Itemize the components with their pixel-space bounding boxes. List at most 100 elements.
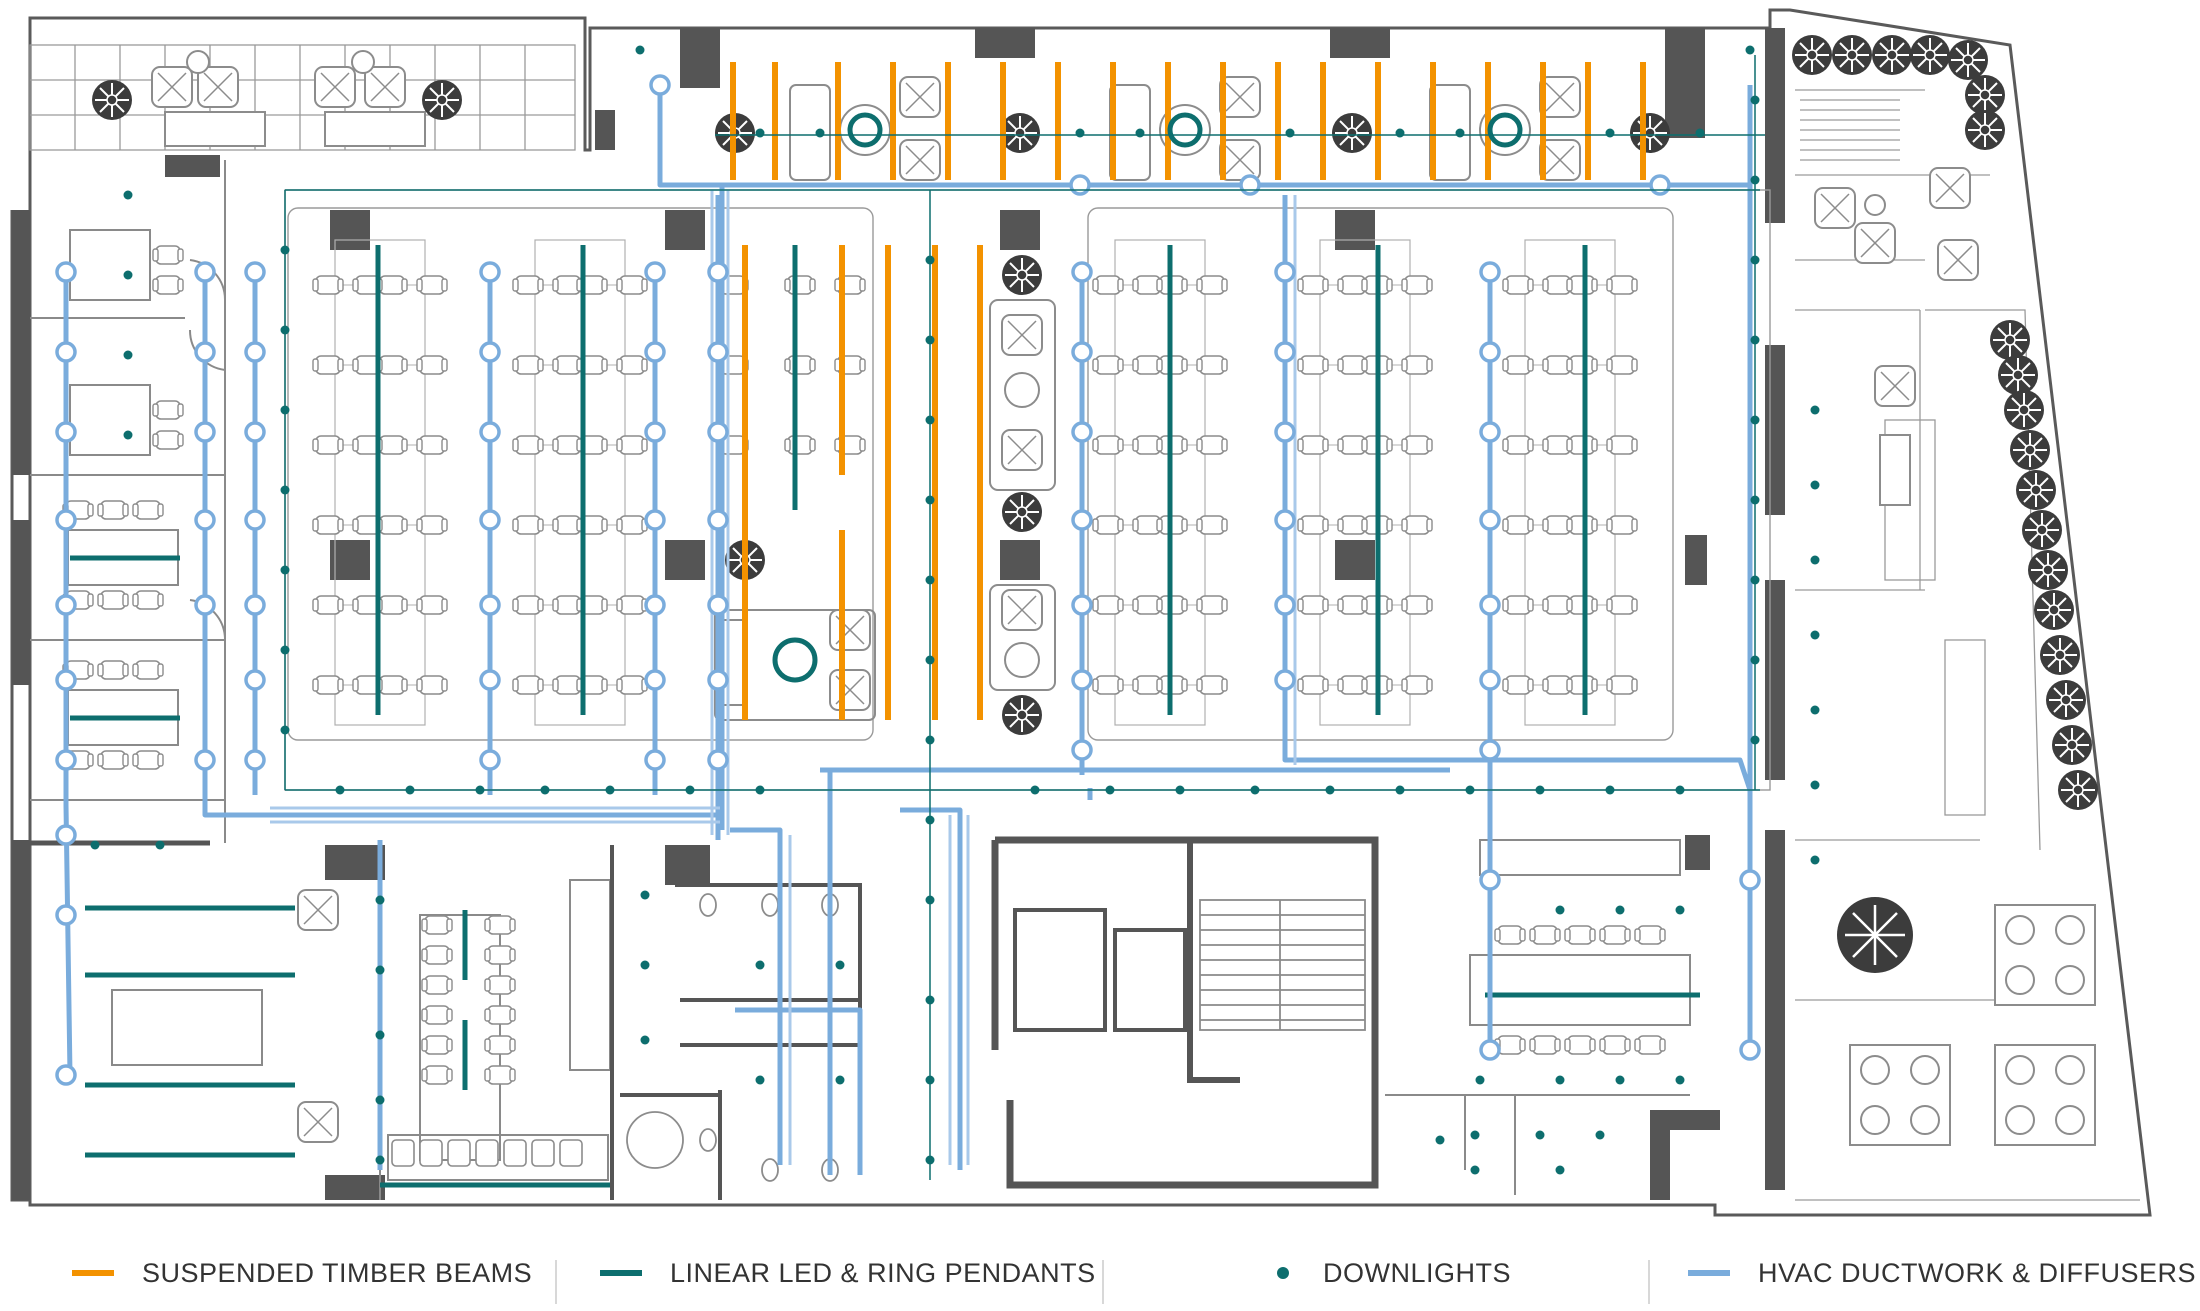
desk-chair-icon [416,435,448,455]
desk-chair-icon [1606,355,1638,375]
desk-chair-icon [312,435,344,455]
desk-chair-icon [512,275,544,295]
desk-chair-icon [1566,515,1598,535]
desk-chair-icon [312,595,344,615]
floor-plan [10,8,2152,1217]
desk-chair-icon [1196,355,1228,375]
desk-chair-icon [616,275,648,295]
desk-chair-icon [784,355,816,375]
desk-chair-icon [312,675,344,695]
desk-chair-icon [1196,515,1228,535]
desk-chair-icon [1401,595,1433,615]
desk-chair-icon [1196,275,1228,295]
downlight-tracks [284,55,1765,1180]
desk-chair-icon [784,275,816,295]
desk-chair-icon [1092,275,1124,295]
toilet-icon [626,893,839,1182]
boardroom-chairs [297,889,516,1143]
suspended-timber-beams [730,62,1646,720]
desk-chair-icon [376,515,408,535]
desk-chair-icon [1566,275,1598,295]
desk-chair-icon [1566,435,1598,455]
legend-divider [555,1260,557,1304]
desk-chair-icon [1092,435,1124,455]
desk-chair-icon [1502,515,1534,535]
legend-swatch-downlight [1277,1267,1289,1279]
desk-chair-icon [1401,355,1433,375]
desk-chair-icon [1092,675,1124,695]
legend-swatch-led [600,1270,642,1276]
desk-chair-icon [1566,595,1598,615]
terrace-seating [91,50,463,147]
desk-chair-icon [1606,595,1638,615]
desk-chair-icon [512,515,544,535]
desk-chair-icon [1606,435,1638,455]
right-meeting-room [1385,839,1691,1195]
legend-item-downlights: DOWNLIGHTS [1262,1258,1511,1288]
central-lounge [714,254,1056,736]
legend-divider [1648,1260,1650,1304]
tree-icon [1837,897,1913,973]
desk-chair-icon [1566,355,1598,375]
desk-chair-icon [1502,595,1534,615]
desk-chair-icon [1502,435,1534,455]
desk-chair-icon [1401,675,1433,695]
desk-chair-icon [1401,435,1433,455]
desk-chair-icon [416,275,448,295]
desk-chair-icon [376,675,408,695]
legend-label: SUSPENDED TIMBER BEAMS [142,1257,533,1288]
desk-chair-icon [512,595,544,615]
desk-chair-icon [1606,515,1638,535]
desk-chair-icon [1092,515,1124,535]
bench-seats [391,1139,583,1167]
legend-item-timber-beams: SUSPENDED TIMBER BEAMS [72,1258,532,1288]
desk-chair-icon [1401,275,1433,295]
desk-chair-icon [1092,595,1124,615]
desk-chair-icon [1502,355,1534,375]
legend: SUSPENDED TIMBER BEAMS LINEAR LED & RING… [0,1240,2200,1310]
stair-icon [1199,899,1366,1031]
desk-chair-icon [376,275,408,295]
workstation-grid [312,239,1638,726]
linear-led-fixtures [70,245,1700,1188]
desk-chair-icon [1196,435,1228,455]
building-core [991,836,1379,1189]
legend-label: HVAC DUCTWORK & DIFFUSERS [1758,1257,2197,1288]
legend-label: LINEAR LED & RING PENDANTS [670,1257,1096,1288]
desk-chair-icon [1297,355,1329,375]
desk-chair-icon [416,595,448,615]
desk-chair-icon [1196,675,1228,695]
desk-chair-icon [1297,675,1329,695]
legend-item-linear-led: LINEAR LED & RING PENDANTS [600,1258,1096,1288]
desk-chair-icon [416,515,448,535]
desk-chair-icon [1401,515,1433,535]
desk-chair-icon [376,595,408,615]
desk-chair-icon [616,435,648,455]
desk-chair-icon [784,435,816,455]
desk-chair-icon [1297,275,1329,295]
desk-chair-icon [416,675,448,695]
desk-chair-icon [1606,275,1638,295]
legend-item-hvac: HVAC DUCTWORK & DIFFUSERS [1688,1258,2196,1288]
desk-chair-icon [312,355,344,375]
desk-chair-icon [1606,675,1638,695]
table-icon [1849,904,2096,1146]
terrace-furniture [1814,167,1979,506]
legend-label: DOWNLIGHTS [1323,1257,1512,1288]
ring-pendants [772,112,1523,683]
desk-chair-icon [1196,595,1228,615]
desk-chair-icon [1297,435,1329,455]
legend-swatch-hvac [1688,1270,1730,1276]
desk-chair-icon [1297,515,1329,535]
desk-chair-icon [616,355,648,375]
top-meeting-pods [714,76,1671,181]
desk-chair-icon [616,595,648,615]
restrooms [610,845,862,1200]
desk-chair-icon [616,675,648,695]
desk-chair-icon [512,355,544,375]
legend-divider [1102,1260,1104,1304]
desk-chair-icon [512,435,544,455]
hvac-ductwork [63,85,1753,1175]
desk-chair-icon [376,355,408,375]
desk-chair-icon [1566,675,1598,695]
